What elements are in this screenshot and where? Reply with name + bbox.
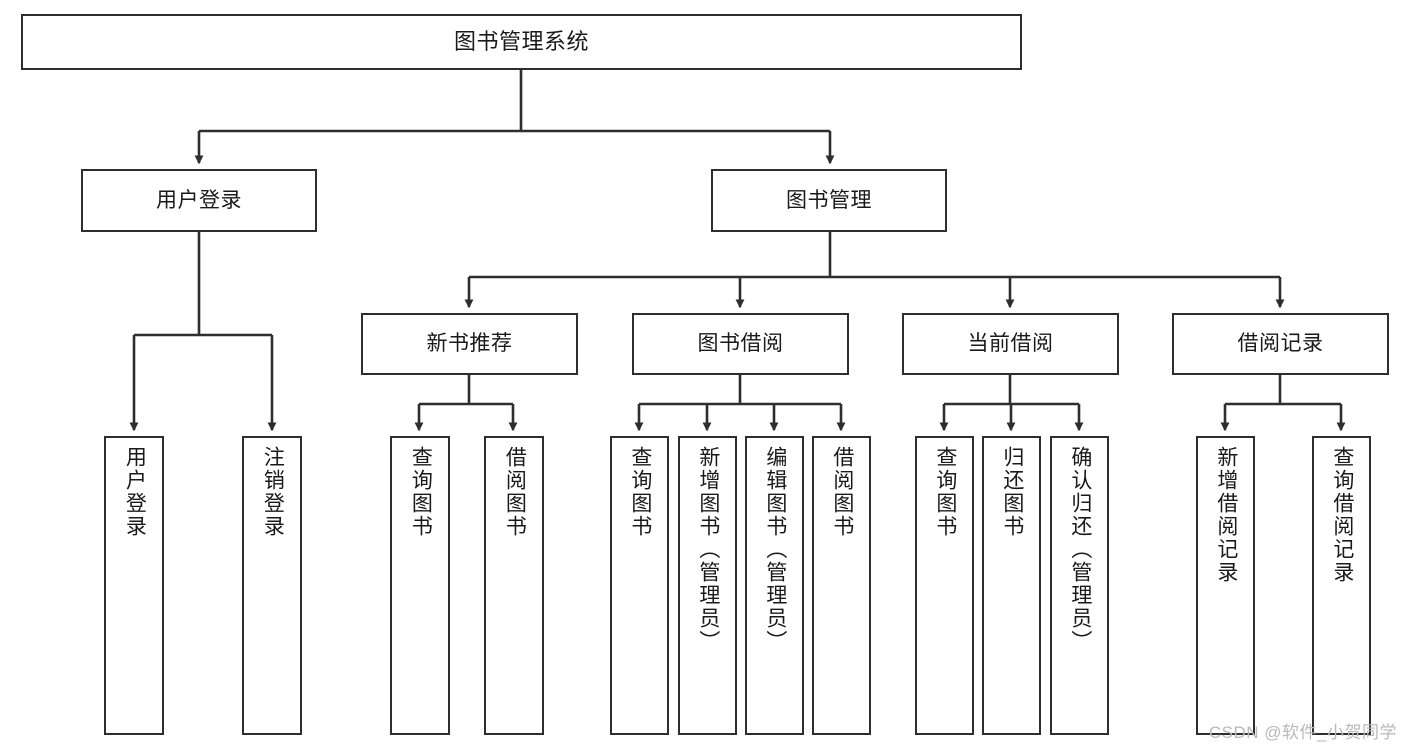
leaf-borrow-borrow-book[interactable]: 借阅图书 bbox=[812, 436, 871, 735]
node-label: 图书管理 bbox=[786, 188, 872, 212]
node-label: 编辑图书（管理员） bbox=[763, 446, 787, 653]
node-label: 查询图书 bbox=[933, 446, 957, 538]
node-label: 借阅记录 bbox=[1237, 332, 1324, 356]
node-label: 查询借阅记录 bbox=[1330, 446, 1354, 584]
leaf-recommend-query-book[interactable]: 查询图书 bbox=[390, 436, 450, 735]
node-label: 借阅图书 bbox=[503, 446, 527, 538]
watermark: CSDN @软件_小贺同学 bbox=[1208, 723, 1397, 742]
node-label: 借阅图书 bbox=[830, 446, 854, 538]
node-label: 用户登录 bbox=[123, 446, 147, 538]
leaf-record-add[interactable]: 新增借阅记录 bbox=[1196, 436, 1255, 735]
node-label: 归还图书 bbox=[1000, 446, 1024, 538]
node-label: 图书借阅 bbox=[697, 332, 784, 356]
leaf-user-logout[interactable]: 注销登录 bbox=[242, 436, 302, 735]
leaf-current-return-book[interactable]: 归还图书 bbox=[982, 436, 1041, 735]
leaf-borrow-add-book[interactable]: 新增图书（管理员） bbox=[678, 436, 737, 735]
node-label: 注销登录 bbox=[261, 446, 285, 538]
node-label: 查询图书 bbox=[628, 446, 652, 538]
node-label: 用户登录 bbox=[156, 188, 242, 212]
leaf-record-query[interactable]: 查询借阅记录 bbox=[1312, 436, 1371, 735]
node-user-login[interactable]: 用户登录 bbox=[81, 169, 317, 232]
leaf-borrow-query-book[interactable]: 查询图书 bbox=[610, 436, 669, 735]
node-root-system[interactable]: 图书管理系统 bbox=[21, 14, 1022, 70]
leaf-recommend-borrow-book[interactable]: 借阅图书 bbox=[484, 436, 544, 735]
node-label: 查询图书 bbox=[409, 446, 433, 538]
node-borrow-record[interactable]: 借阅记录 bbox=[1172, 313, 1389, 375]
node-book-management[interactable]: 图书管理 bbox=[711, 169, 947, 232]
node-label: 当前借阅 bbox=[967, 332, 1054, 356]
node-book-borrow[interactable]: 图书借阅 bbox=[632, 313, 849, 375]
node-label: 新增借阅记录 bbox=[1214, 446, 1238, 584]
node-current-borrow[interactable]: 当前借阅 bbox=[902, 313, 1119, 375]
leaf-current-confirm-return[interactable]: 确认归还（管理员） bbox=[1050, 436, 1109, 735]
leaf-user-login[interactable]: 用户登录 bbox=[104, 436, 164, 735]
node-label: 确认归还（管理员） bbox=[1068, 446, 1092, 653]
node-label: 图书管理系统 bbox=[453, 28, 589, 54]
leaf-borrow-edit-book[interactable]: 编辑图书（管理员） bbox=[745, 436, 804, 735]
node-new-book-recommend[interactable]: 新书推荐 bbox=[361, 313, 578, 375]
node-label: 新增图书（管理员） bbox=[696, 446, 720, 653]
leaf-current-query-book[interactable]: 查询图书 bbox=[915, 436, 974, 735]
node-label: 新书推荐 bbox=[426, 332, 513, 356]
